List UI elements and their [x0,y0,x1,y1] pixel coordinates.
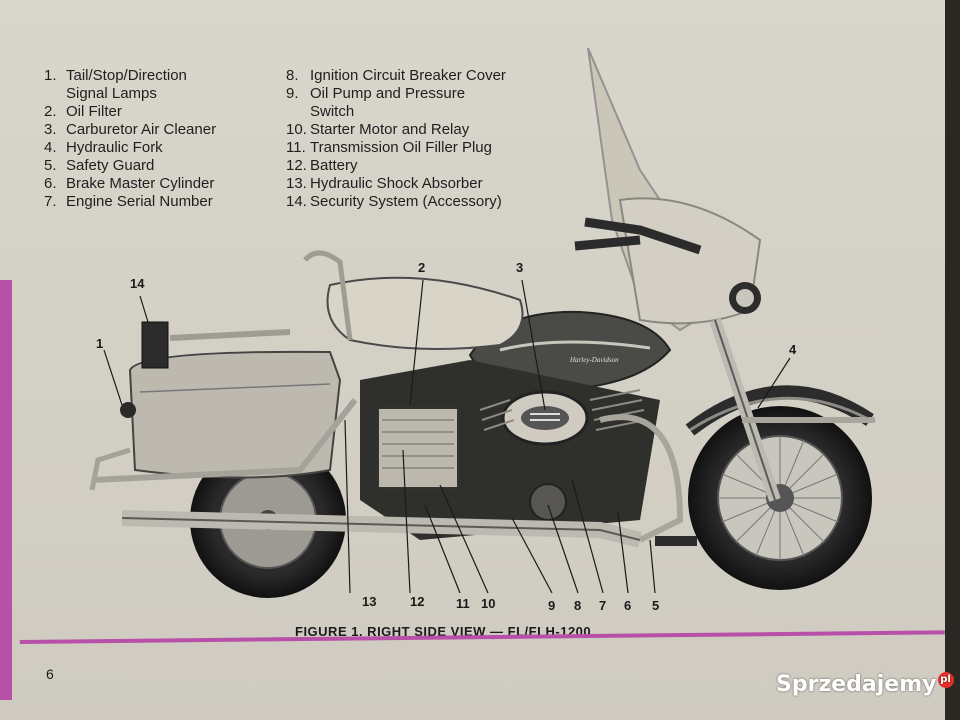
figure-caption: FIGURE 1. RIGHT SIDE VIEW — FL/FLH-1200 [295,624,592,639]
watermark-badge: pl [937,672,954,688]
legend-right: 8.Ignition Circuit Breaker Cover 9.Oil P… [286,67,506,211]
callout-7: 7 [599,598,607,613]
security-system-box [141,321,169,369]
callout-10: 10 [481,596,496,611]
battery [377,407,459,489]
watermark-text: Sprzedajemy [776,672,937,697]
legend-item: 10.Starter Motor and Relay [286,121,470,138]
legend-item: 4.Hydraulic Fork [44,139,163,156]
callout-1: 1 [96,336,104,351]
callout-2: 2 [418,260,426,275]
page-number: 6 [46,666,54,682]
legend-item: 9.Oil Pump and Pressure [286,85,466,102]
legend-item: 12.Battery [286,157,358,174]
callout-5: 5 [652,598,660,613]
pink-edge-strip [0,280,12,700]
legend-item: 1.Tail/Stop/Direction [44,67,187,84]
callout-4: 4 [789,342,797,357]
callout-11: 11 [456,596,470,611]
legend-item: 3.Carburetor Air Cleaner [44,121,217,138]
legend-item: 5.Safety Guard [44,157,155,174]
callout-14: 14 [130,276,145,291]
legend-item: 8.Ignition Circuit Breaker Cover [286,67,506,84]
legend-item: 13.Hydraulic Shock Absorber [286,175,483,192]
legend-item: Switch [310,103,355,120]
callout-12: 12 [410,594,425,609]
legend-item: 6.Brake Master Cylinder [44,175,215,192]
leader-lines [103,279,791,594]
tank-logo-text: Harley-Davidson [569,356,619,364]
legend-item: 7.Engine Serial Number [44,193,213,210]
legend-left: 1.Tail/Stop/Direction Signal Lamps 2.Oil… [44,67,216,211]
legend-item: 11.Transmission Oil Filler Plug [286,139,492,156]
callout-6: 6 [624,598,632,613]
page-edge-shadow [945,0,960,720]
legend-item: Signal Lamps [66,85,157,102]
callout-8: 8 [574,598,582,613]
callout-9: 9 [548,598,556,613]
callout-3: 3 [516,260,524,275]
callout-13: 13 [362,594,377,609]
legend-item: 14.Security System (Accessory) [286,193,502,210]
legend-item: 2.Oil Filter [44,103,122,120]
